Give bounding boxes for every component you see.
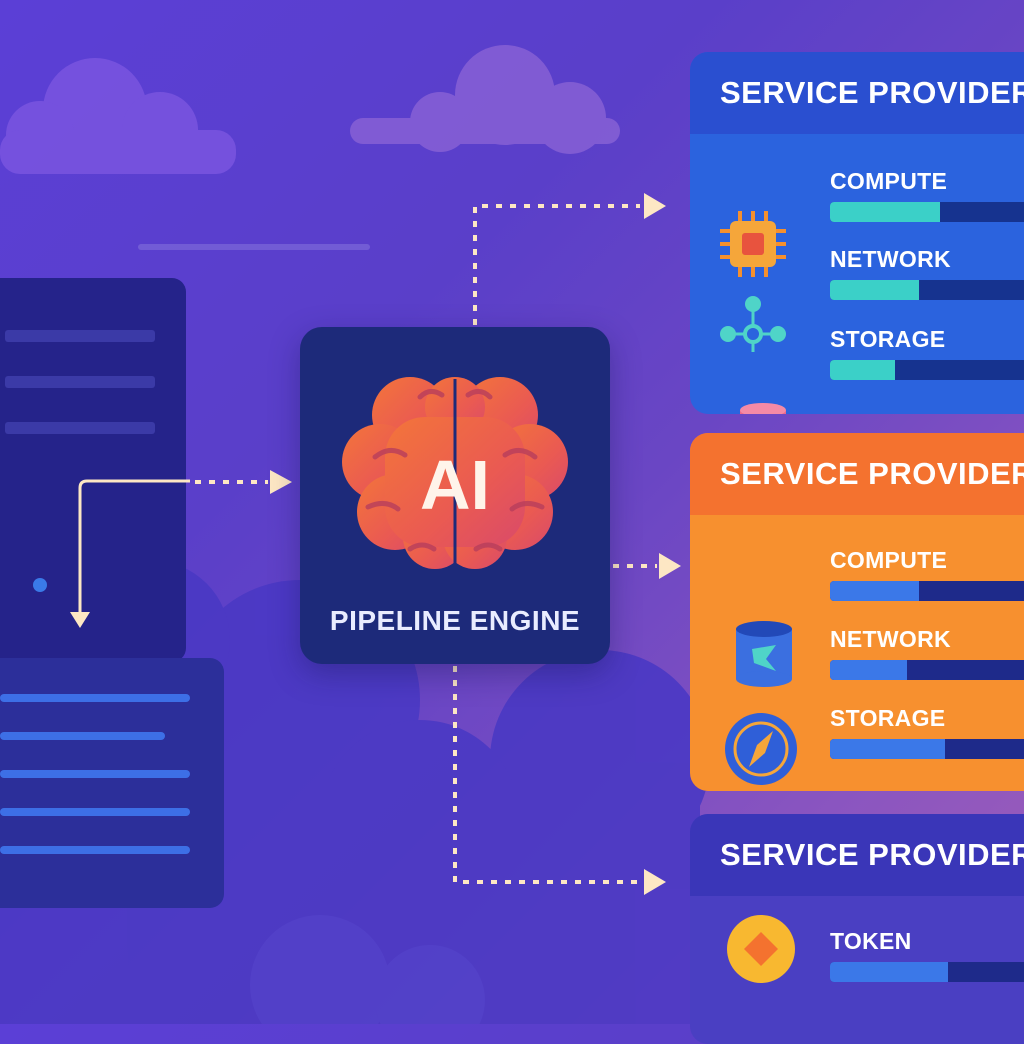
- resource-label-network: NETWORK: [830, 246, 951, 272]
- resource-bar-storage: [830, 360, 1024, 380]
- document-line: [0, 808, 190, 816]
- dotted-connector: [453, 666, 640, 884]
- engine-label: PIPELINE ENGINE: [329, 605, 581, 636]
- solid-connector: [78, 479, 190, 612]
- document-dot: [33, 578, 47, 592]
- ai-badge: AI: [420, 446, 490, 524]
- cpu-chip-icon: [720, 211, 786, 277]
- resource-bar-network: [830, 280, 1024, 300]
- arrow-down-icon: [70, 612, 90, 628]
- document-line: [0, 732, 165, 740]
- network-node-icon: [720, 296, 786, 352]
- bar-fill: [830, 202, 941, 222]
- resource-label-token: TOKEN: [830, 928, 912, 954]
- service-provider-card-3[interactable]: SERVICE PROVIDER TOKEN: [690, 814, 1024, 1044]
- document-line: [5, 330, 155, 342]
- document-line: [5, 422, 155, 434]
- bar-fill: [830, 739, 946, 759]
- service-provider-card-2[interactable]: SERVICE PROVIDER COMPUTE NETWORK STORAGE: [690, 433, 1024, 791]
- resource-bar-compute: [830, 202, 1024, 222]
- storage-bucket-icon: [736, 621, 792, 687]
- resource-label-compute: COMPUTE: [830, 547, 948, 573]
- resource-label-compute: COMPUTE: [830, 168, 948, 194]
- document-line: [0, 770, 190, 778]
- provider-title: SERVICE PROVIDER: [690, 814, 1024, 896]
- provider-title: SERVICE PROVIDER: [690, 52, 1024, 134]
- bar-fill: [830, 660, 907, 680]
- resource-bar-token: [830, 962, 1024, 982]
- bar-fill: [830, 581, 919, 601]
- document-line: [0, 694, 190, 702]
- arrow-right-icon: [644, 869, 666, 895]
- resource-label-storage: STORAGE: [830, 705, 946, 731]
- resource-bar-storage: [830, 739, 1024, 759]
- database-cylinder-icon: [740, 403, 786, 414]
- provider-title: SERVICE PROVIDER: [690, 433, 1024, 515]
- resource-label-storage: STORAGE: [830, 326, 946, 352]
- resource-label-network: NETWORK: [830, 626, 951, 652]
- arrow-right-icon: [644, 193, 666, 219]
- brain-icon: [342, 377, 568, 569]
- arrow-right-icon: [270, 470, 292, 494]
- token-coin-icon: [727, 915, 795, 983]
- pipeline-engine-card: AI PIPELINE ENGINE: [300, 327, 610, 664]
- resource-bar-network: [830, 660, 1024, 680]
- output-document: [0, 658, 224, 908]
- bar-fill: [830, 360, 895, 380]
- source-document: [0, 278, 186, 662]
- bar-fill: [830, 280, 919, 300]
- document-line: [0, 846, 190, 854]
- service-provider-card-1[interactable]: SERVICE PROVIDER COMPUTE NETWORK STORAG: [690, 52, 1024, 414]
- dotted-connector: [473, 204, 640, 325]
- document-line: [5, 376, 155, 388]
- arrow-right-icon: [659, 553, 681, 579]
- compass-icon: [725, 713, 797, 785]
- bar-fill: [830, 962, 948, 982]
- resource-bar-compute: [830, 581, 1024, 601]
